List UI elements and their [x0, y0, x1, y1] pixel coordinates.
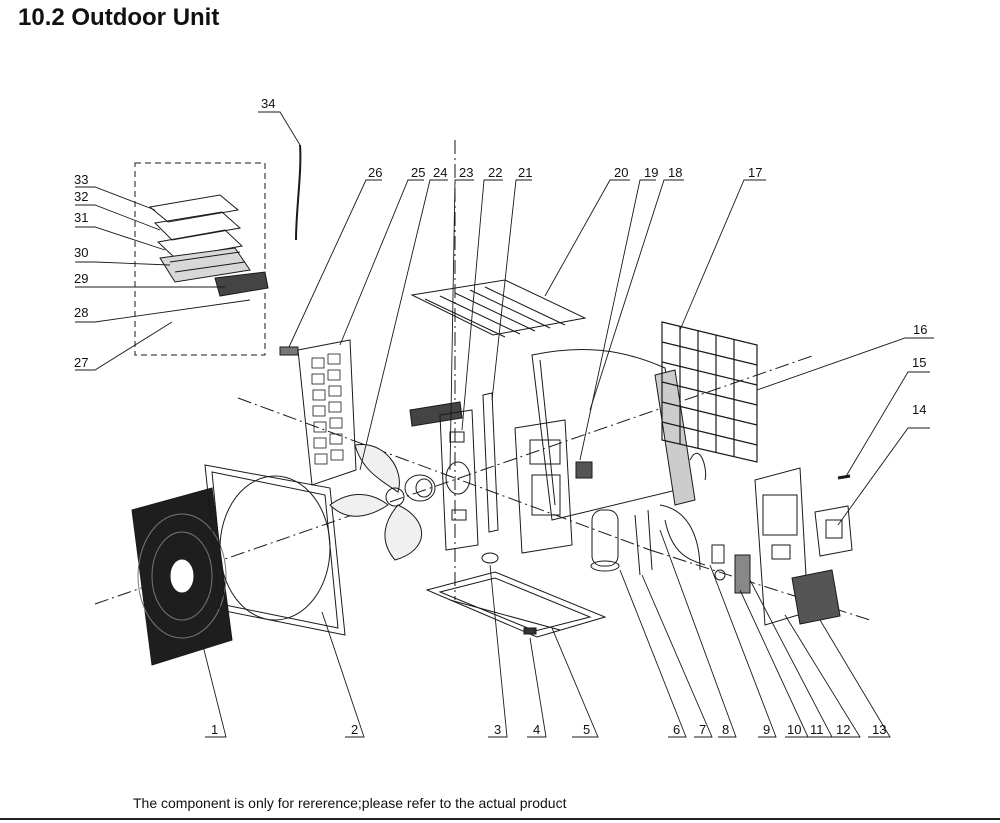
- valve-cover-13: [791, 569, 841, 625]
- valve-9: [711, 544, 726, 581]
- base-plate-5: [425, 571, 607, 638]
- part-label-12: 12: [836, 722, 850, 737]
- part-label-23: 23: [459, 165, 473, 180]
- part-label-8: 8: [722, 722, 729, 737]
- part-number-labels: 1 2 3 4 5 6 7 8 9 10 11 12 13 14 15 16 1…: [74, 96, 927, 737]
- valve-plate-10: [734, 554, 751, 594]
- bracket-21: [482, 392, 499, 533]
- part-label-11: 11: [810, 722, 824, 737]
- part-label-20: 20: [614, 165, 628, 180]
- rear-grille-16: [661, 321, 758, 463]
- part-label-4: 4: [533, 722, 540, 737]
- compressor-6: [590, 509, 620, 572]
- front-grille-1: [131, 487, 233, 666]
- bottom-rule: [0, 818, 1000, 820]
- electrical-box-group: [134, 162, 266, 356]
- footnote: The component is only for rererence;plea…: [133, 795, 567, 811]
- handle-14: [814, 505, 853, 557]
- condenser-17: [531, 348, 696, 521]
- part-label-1: 1: [211, 722, 218, 737]
- motor-23: [404, 474, 436, 502]
- part-label-18: 18: [668, 165, 682, 180]
- page-title: 10.2 Outdoor Unit: [18, 4, 220, 31]
- part-label-25: 25: [411, 165, 425, 180]
- leader-lines: [75, 111, 934, 738]
- part-label-7: 7: [699, 722, 706, 737]
- part-label-19: 19: [644, 165, 658, 180]
- part-label-5: 5: [583, 722, 590, 737]
- motor-bracket-22: [409, 401, 479, 551]
- drain-nut-3: [481, 552, 499, 564]
- front-panel-2: [204, 464, 346, 636]
- fan-blade-24: [329, 444, 423, 561]
- screw-15: [837, 474, 851, 480]
- part-label-3: 3: [494, 722, 501, 737]
- clip-26: [279, 346, 299, 356]
- part-label-31: 31: [74, 210, 88, 225]
- part-label-21: 21: [518, 165, 532, 180]
- pipework-7-8: [634, 452, 707, 576]
- part-label-30: 30: [74, 245, 88, 260]
- part-label-10: 10: [787, 722, 801, 737]
- part-label-15: 15: [912, 355, 926, 370]
- partition-plate-25: [297, 339, 357, 486]
- cable-34: [295, 144, 302, 241]
- part-label-9: 9: [763, 722, 770, 737]
- part-label-6: 6: [673, 722, 680, 737]
- part-label-29: 29: [74, 271, 88, 286]
- part-label-33: 33: [74, 172, 88, 187]
- part-label-22: 22: [488, 165, 502, 180]
- electrical-box-parts: [148, 194, 269, 297]
- top-cover-20: [410, 279, 587, 338]
- part-label-34: 34: [261, 96, 275, 111]
- part-label-28: 28: [74, 305, 88, 320]
- part-label-13: 13: [872, 722, 886, 737]
- part-label-17: 17: [748, 165, 762, 180]
- part-label-24: 24: [433, 165, 447, 180]
- part-label-14: 14: [912, 402, 926, 417]
- part-label-26: 26: [368, 165, 382, 180]
- middle-partition-19: [514, 419, 593, 554]
- part-label-32: 32: [74, 189, 88, 204]
- part-label-2: 2: [351, 722, 358, 737]
- part-label-16: 16: [913, 322, 927, 337]
- part-label-27: 27: [74, 355, 88, 370]
